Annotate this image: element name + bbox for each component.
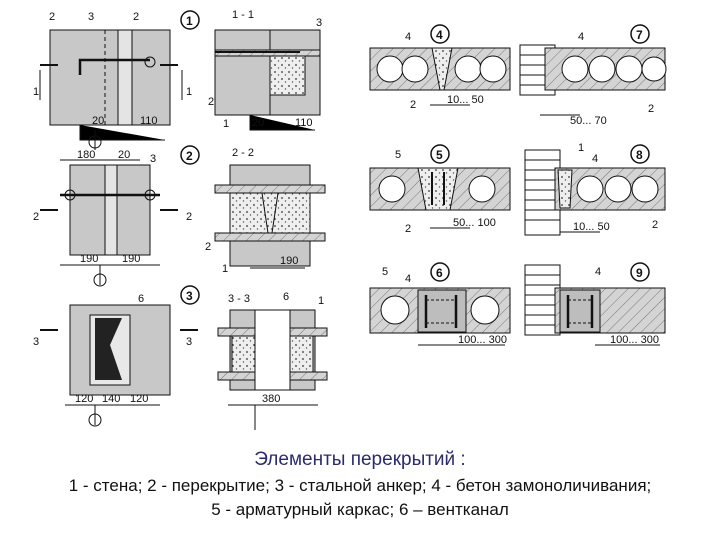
panel-2-plan xyxy=(40,159,178,287)
panel-number-8: 8 xyxy=(636,148,643,162)
section-label-3-3: 3 - 3 xyxy=(228,293,250,305)
p1-plan-label-3: 1 xyxy=(33,86,39,98)
p3-sec-label-0: 6 xyxy=(283,291,289,303)
p3-sec-label-1: 1 xyxy=(318,295,324,307)
p4-dim-0: 10... 50 xyxy=(447,94,484,106)
p4-label-0: 4 xyxy=(405,31,411,43)
p2-plan-dim-top-1: 20 xyxy=(118,149,130,161)
panel-number-3: 3 xyxy=(186,289,193,303)
vent-channel xyxy=(95,318,122,380)
section-label-2-2: 2 - 2 xyxy=(232,147,254,159)
panel-number-1-circle xyxy=(180,10,200,30)
panel-8-joint xyxy=(524,149,666,236)
steel-anchor xyxy=(78,58,150,75)
anchor-hook xyxy=(144,56,156,68)
p8-label-1: 4 xyxy=(592,153,598,165)
p2-plan-dim-bottom-1: 190 xyxy=(122,253,140,265)
p2-plan-label-1: 2 xyxy=(33,211,39,223)
p1-plan-label-1: 3 xyxy=(88,11,94,23)
panel-number-6-circle xyxy=(430,262,450,282)
p9-dim-0: 100... 300 xyxy=(610,334,659,346)
p2-sec-label-0: 2 xyxy=(205,241,211,253)
caption-legend-line-1: 1 - стена; 2 - перекрытие; 3 - стальной … xyxy=(68,476,652,495)
panel-1-plan xyxy=(39,29,183,150)
p6-dim-0: 100... 300 xyxy=(458,334,507,346)
panel-6-joint xyxy=(369,287,511,346)
p3-plan-label-1: 3 xyxy=(33,336,39,348)
p3-plan-dim-1: 140 xyxy=(102,393,120,405)
p1-sec-dim-1: 110 xyxy=(295,117,313,129)
panel-9-joint xyxy=(524,264,666,346)
p3-plan-dim-2: 120 xyxy=(130,393,148,405)
panel-number-1: 1 xyxy=(186,14,193,28)
p2-plan-dim-top-0: 180 xyxy=(77,149,95,161)
p1-plan-label-2: 2 xyxy=(133,11,139,23)
p7-dim-0: 50... 70 xyxy=(570,115,607,127)
p1-sec-dim-0: 20 xyxy=(252,117,264,129)
panel-3-plan xyxy=(40,304,198,427)
panel-5-joint xyxy=(369,167,511,229)
p1-plan-dim-1: 110 xyxy=(140,115,158,127)
panel-1-section xyxy=(214,29,321,131)
p1-plan-dim-0: 20 xyxy=(92,115,104,127)
p2-sec-label-1: 1 xyxy=(222,263,228,275)
panel-number-8-circle xyxy=(630,144,650,164)
p5-dim-0: 50... 100 xyxy=(453,217,496,229)
p8-label-2: 2 xyxy=(652,219,658,231)
p9-label-0: 4 xyxy=(595,266,601,278)
p8-label-0: 1 xyxy=(578,142,584,154)
panel-number-2-circle xyxy=(180,145,200,165)
p7-label-1: 2 xyxy=(648,103,654,115)
panel-4-joint xyxy=(369,47,511,106)
p5-label-0: 5 xyxy=(395,149,401,161)
section-label-1-1: 1 - 1 xyxy=(232,9,254,21)
p2-plan-dim-bottom-0: 190 xyxy=(80,253,98,265)
p1-sec-label-0: 3 xyxy=(316,17,322,29)
p6-label-0: 5 xyxy=(382,266,388,278)
panel-number-9-circle xyxy=(630,262,650,282)
p1-plan-label-0: 2 xyxy=(49,11,55,23)
p7-label-0: 4 xyxy=(578,31,584,43)
p3-plan-label-2: 3 xyxy=(186,336,192,348)
p4-label-1: 2 xyxy=(410,99,416,111)
panel-2-section xyxy=(214,164,326,269)
p1-sec-label-2: 1 xyxy=(223,118,229,130)
p3-sec-dim-0: 380 xyxy=(262,393,280,405)
panel-number-4: 4 xyxy=(436,28,443,42)
panel-7-joint xyxy=(519,44,667,116)
p1-plan-label-4: 1 xyxy=(186,86,192,98)
panel-number-3-circle xyxy=(180,285,200,305)
floor-elements-drawing: 2 3 2 1 1 20 110 1 1 - 1 3 2 1 20 110 4 … xyxy=(33,9,667,430)
panel-number-9: 9 xyxy=(636,266,643,280)
p2-plan-label-2: 2 xyxy=(186,211,192,223)
p3-plan-dim-0: 120 xyxy=(75,393,93,405)
panel-number-7: 7 xyxy=(636,28,643,42)
p2-sec-dim-0: 190 xyxy=(280,255,298,267)
caption-title: Элементы перекрытий : xyxy=(254,449,466,470)
p8-dim-0: 10... 50 xyxy=(573,221,610,233)
panel-number-5: 5 xyxy=(436,148,443,162)
panel-number-6: 6 xyxy=(436,266,443,280)
panel-number-2: 2 xyxy=(186,149,193,163)
panel-number-7-circle xyxy=(630,24,650,44)
panel-number-5-circle xyxy=(430,144,450,164)
p1-sec-label-1: 2 xyxy=(208,96,214,108)
panel-3-section xyxy=(217,309,328,430)
p6-label-1: 4 xyxy=(405,273,411,285)
caption-legend-line-2: 5 - арматурный каркас; 6 – вентканал xyxy=(211,500,509,519)
p5-label-1: 2 xyxy=(405,223,411,235)
p3-plan-label-0: 6 xyxy=(138,293,144,305)
panel-number-4-circle xyxy=(430,24,450,44)
p2-plan-label-0: 3 xyxy=(150,153,156,165)
